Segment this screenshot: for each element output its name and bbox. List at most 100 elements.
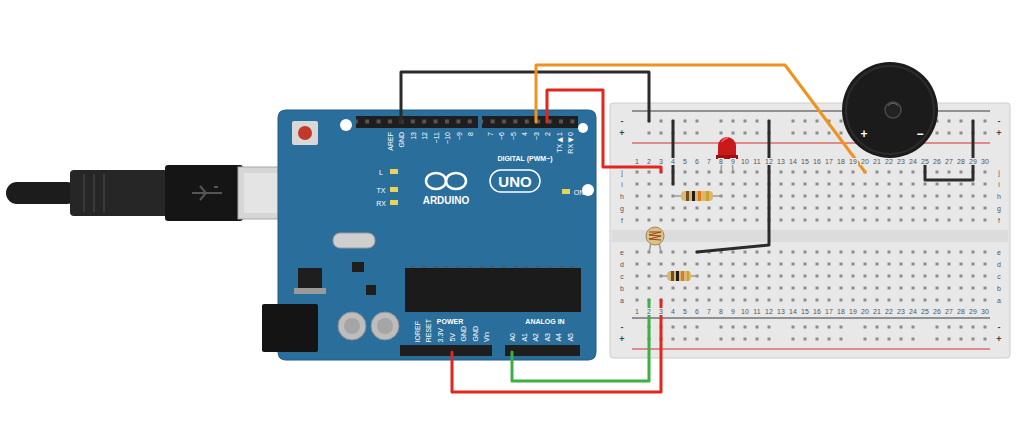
column-number: 13 [776,158,786,165]
pin-label: A4 [555,333,562,342]
row-letter: a [996,297,1002,304]
column-number: 13 [776,308,786,315]
row-letter: g [996,205,1002,212]
rail-sign: - [620,323,625,332]
header-label: POWER [437,318,463,325]
column-number: 4 [670,158,676,165]
column-number: 29 [968,158,978,165]
column-number: 20 [860,158,870,165]
column-number: 24 [908,308,918,315]
pin-label: ~10 [444,132,451,144]
row-letter: h [996,193,1002,200]
rail-sign: + [995,335,1002,344]
pin-label: A3 [544,333,551,342]
pin-label: 4 [521,132,528,136]
led-label: RX [376,200,386,207]
column-number: 11 [752,158,761,165]
column-number: 2 [646,158,652,165]
row-letter: b [996,285,1002,292]
column-number: 8 [718,158,724,165]
pin-label: TX▶1 [556,132,563,153]
pin-label: 5V [449,333,456,342]
rail-sign: - [997,323,1002,332]
column-number: 26 [932,158,942,165]
breadboard [610,103,1010,358]
row-letter: b [619,285,625,292]
column-number: 2 [646,308,652,315]
wires [401,65,973,392]
header-label: ANALOG IN [525,318,564,325]
pin-label: GND [472,326,479,342]
column-number: 8 [718,308,724,315]
row-letter: a [619,297,625,304]
row-letter: j [620,169,624,176]
column-number: 18 [836,308,846,315]
column-number: 14 [788,158,798,165]
row-letter: e [996,249,1002,256]
row-letter: e [619,249,625,256]
column-number: 12 [764,308,774,315]
resistor-symbol [673,191,721,201]
column-number: 20 [860,308,870,315]
led-label: ON [574,189,585,196]
row-letter: c [619,273,625,280]
led-symbol [716,137,738,172]
column-number: 10 [740,158,750,165]
column-number: 21 [872,158,882,165]
column-number: 3 [658,158,664,165]
rail-sign: + [618,335,625,344]
column-number: 4 [670,308,676,315]
column-number: 7 [706,158,712,165]
usb-cable [6,165,324,221]
column-number: 27 [944,308,954,315]
column-number: 19 [848,308,858,315]
pin-label: ~3 [533,132,540,140]
header-label: DIGITAL (PWM~) [497,155,552,162]
row-letter: c [996,273,1002,280]
resistor-symbol [661,271,697,281]
column-number: 29 [968,308,978,315]
rail-sign: - [620,117,625,126]
column-number: 17 [824,158,834,165]
pin-label: ~9 [456,132,463,140]
column-number: 16 [812,158,822,165]
column-number: 14 [788,308,798,315]
row-letter: h [619,193,625,200]
brand-label: ARDUINO [423,196,470,206]
column-number: 30 [980,308,990,315]
row-letter: d [619,261,625,268]
column-number: 5 [682,308,688,315]
led-label: TX [377,187,386,194]
pin-label: Vin [483,332,490,342]
column-number: 12 [764,158,774,165]
column-number: 25 [920,308,930,315]
column-number: 15 [800,158,810,165]
column-number: 6 [694,158,700,165]
column-number: 19 [848,158,858,165]
column-number: 18 [836,158,846,165]
column-number: 3 [658,308,664,315]
column-number: 23 [896,308,906,315]
pin-label: GND [460,326,467,342]
pin-label: RESET [425,319,432,342]
photoresistor-symbol [646,227,664,252]
pin-label: ~6 [498,132,505,140]
column-number: 1 [634,158,640,165]
column-number: 17 [824,308,834,315]
column-number: 28 [956,158,966,165]
column-number: 16 [812,308,822,315]
column-number: 5 [682,158,688,165]
pin-label: 2 [544,132,551,136]
pin-label: A1 [521,333,528,342]
rail-sign: + [995,129,1002,138]
column-number: 1 [634,308,640,315]
pin-label: IOREF [414,321,421,342]
column-number: 25 [920,158,930,165]
column-number: 9 [730,158,736,165]
column-number: 7 [706,308,712,315]
rail-sign: + [618,129,625,138]
column-number: 23 [896,158,906,165]
